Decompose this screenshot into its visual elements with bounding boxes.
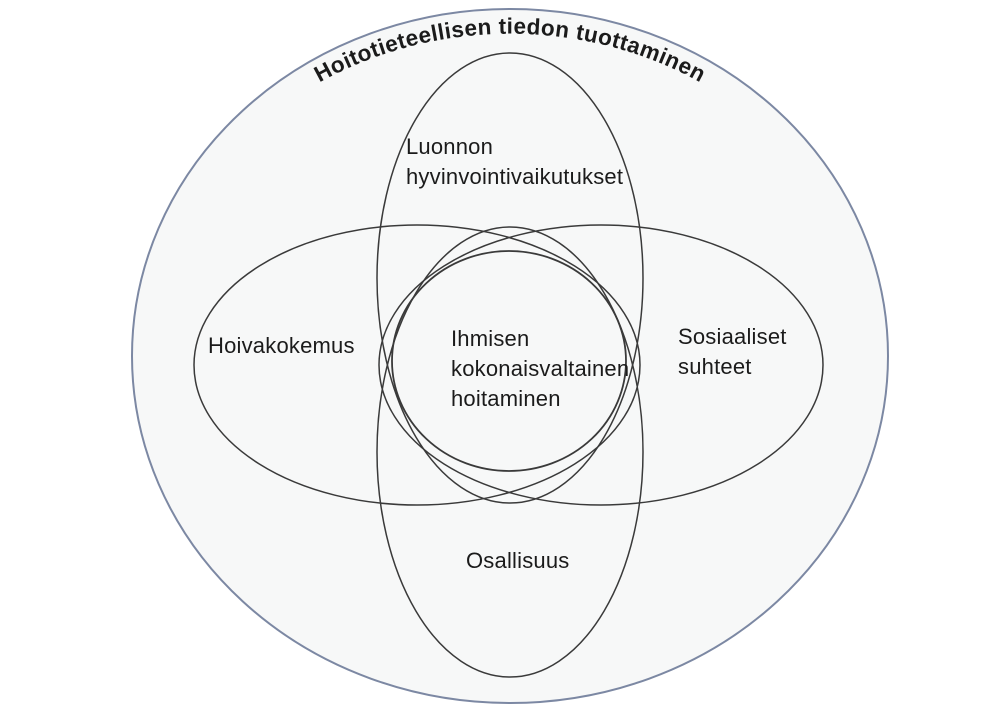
petal-ellipse-top [376,52,644,504]
outer-boundary-ellipse [131,8,889,704]
top-ellipse-label: Luonnon hyvinvointivaikutukset [406,134,624,189]
left-ellipse-label: Hoivakokemus [208,333,355,358]
petal-ellipse-left [193,224,641,506]
bottom-ellipse-label: Osallisuus [466,548,570,573]
center-circle [391,250,627,472]
petal-ellipse-right [378,224,824,506]
right-ellipse-label: Sosiaaliset suhteet [678,324,787,379]
center-circle-label: Ihmisen kokonaisvaltainen hoitaminen [451,326,630,411]
petal-ellipse-bottom [376,226,644,678]
